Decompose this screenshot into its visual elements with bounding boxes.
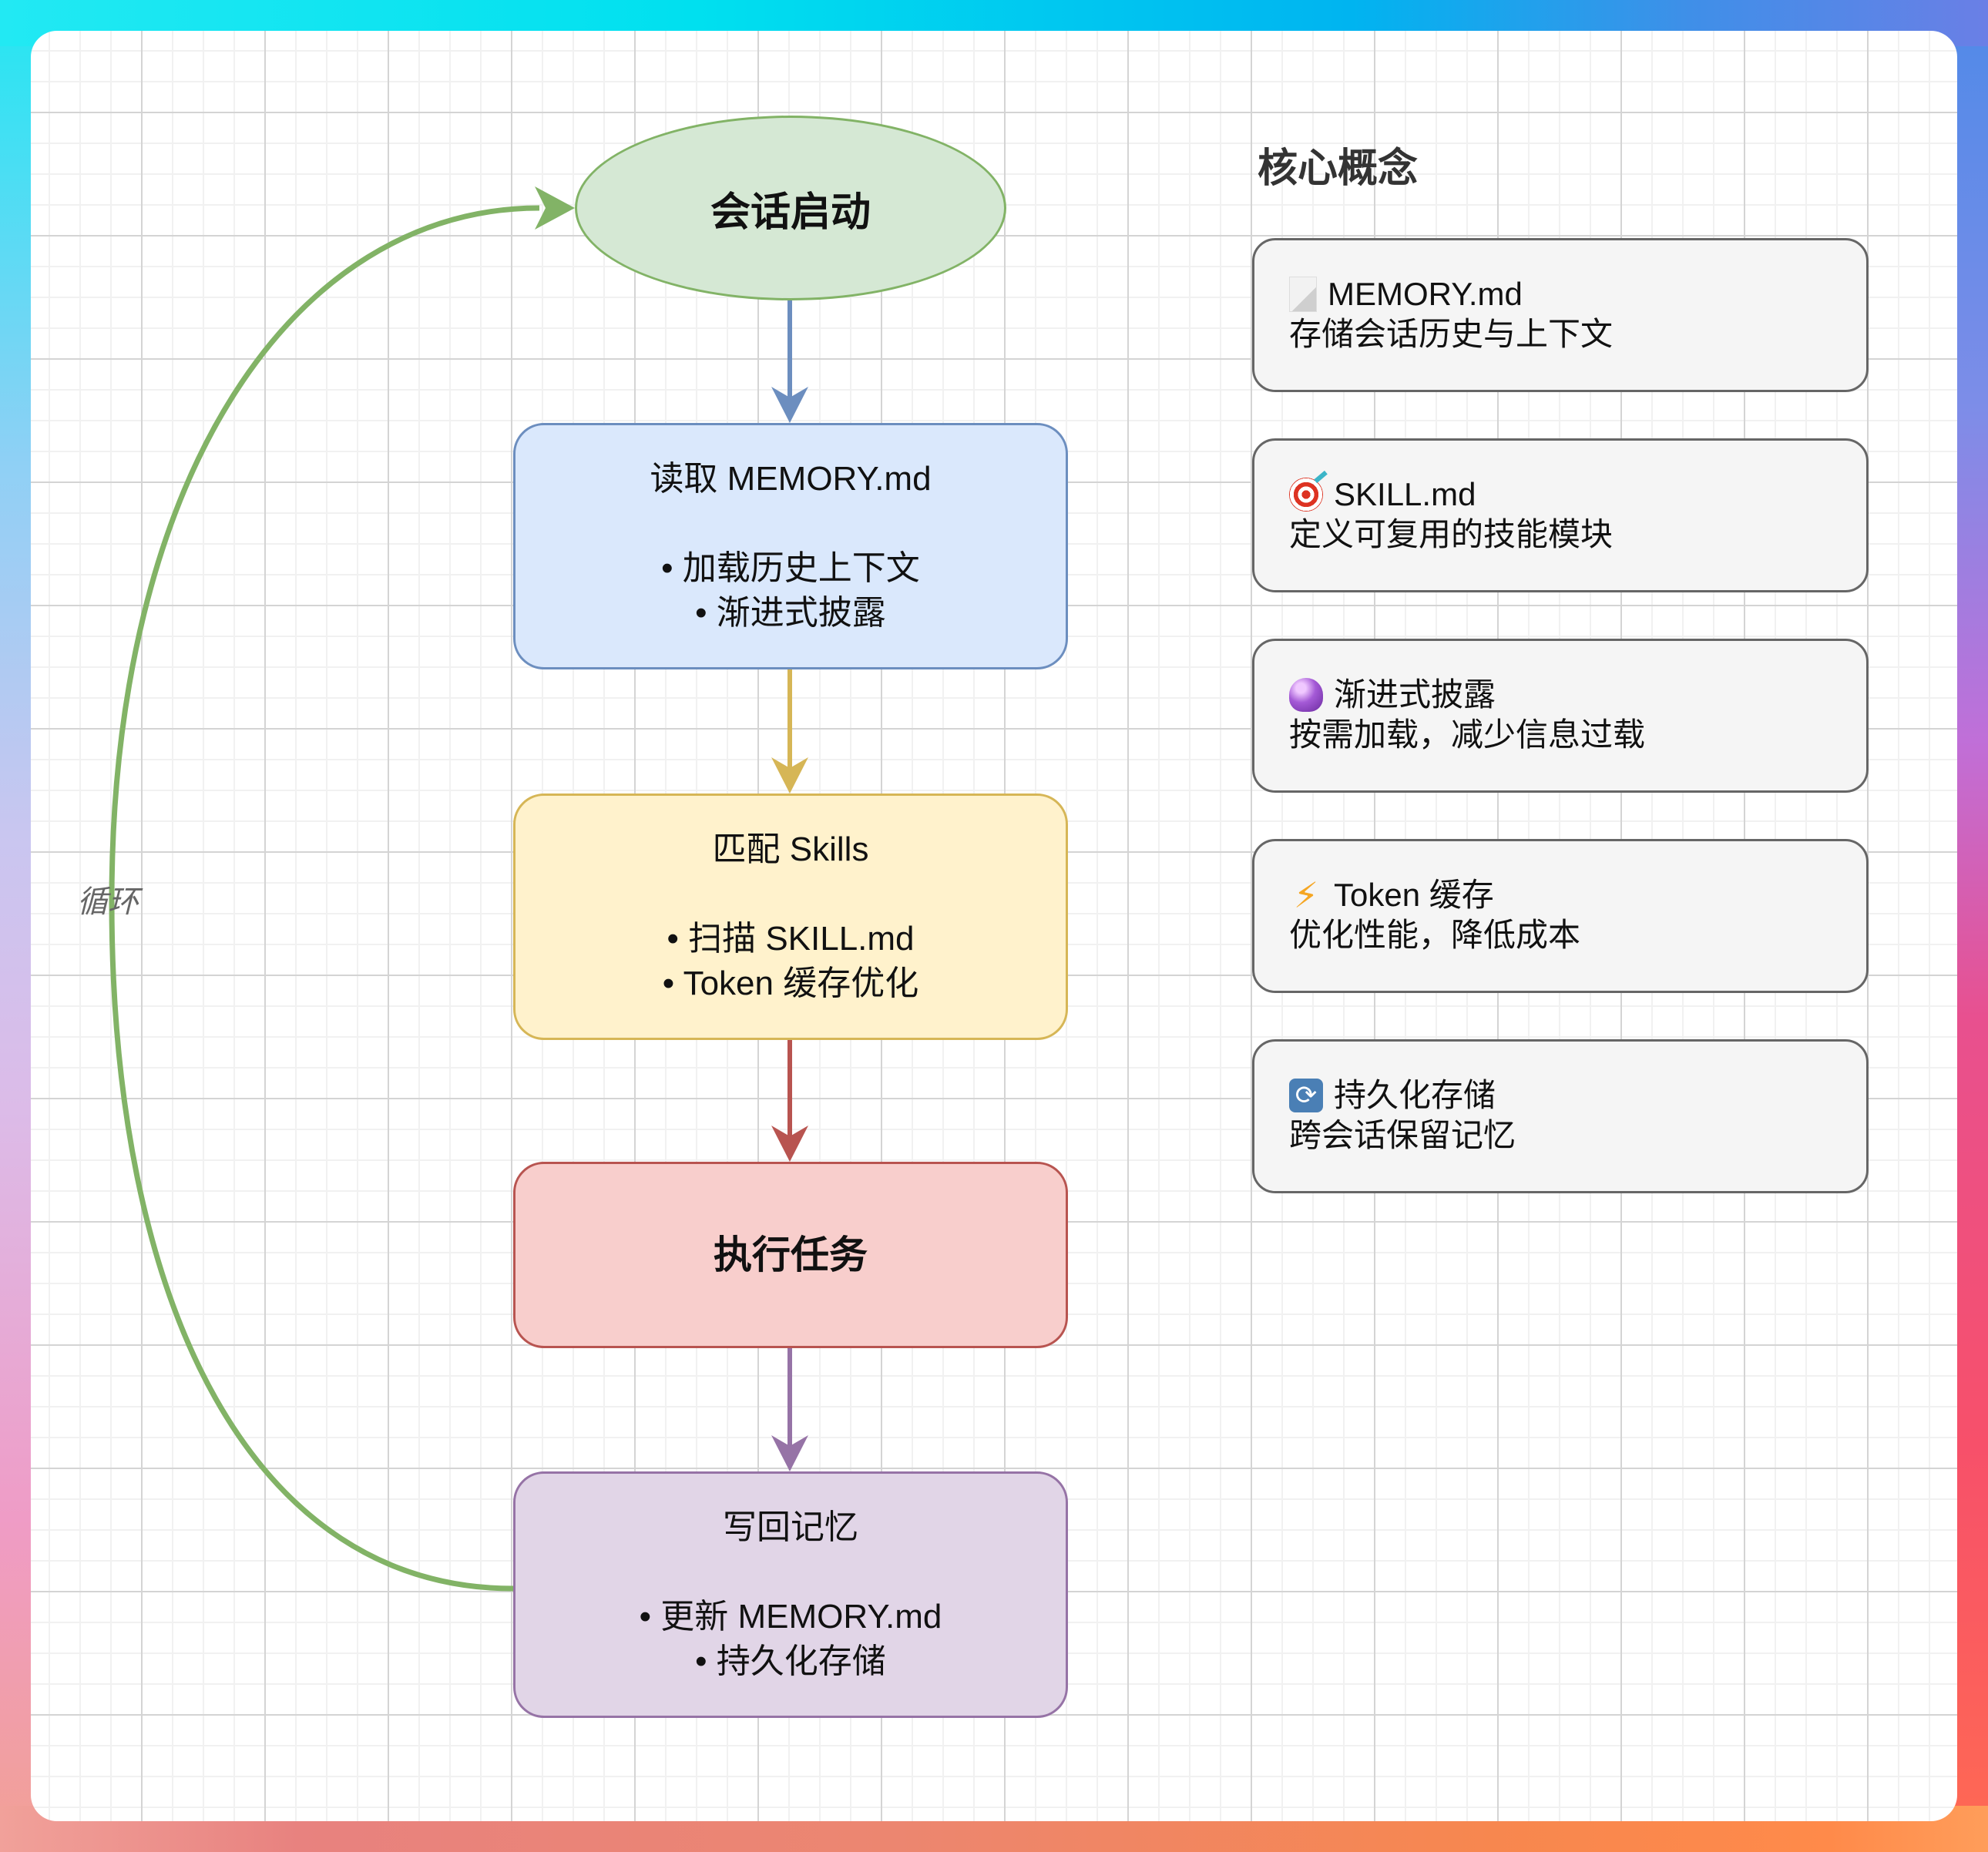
- read-memory-bullet: • 加载历史上下文: [661, 549, 920, 587]
- concept-desc: 跨会话保留记忆: [1289, 1117, 1516, 1153]
- concept-desc: 按需加载，减少信息过载: [1289, 716, 1646, 753]
- cycle-icon: ⟳: [1289, 1079, 1323, 1112]
- concept-name: MEMORY.md: [1328, 276, 1523, 312]
- concept-desc: 定义可复用的技能模块: [1289, 516, 1614, 552]
- concept-name: 渐进式披露: [1334, 676, 1496, 713]
- concept-desc: 优化性能，降低成本: [1289, 917, 1581, 953]
- concept-card-skill[interactable]: SKILL.md 定义可复用的技能模块: [1252, 438, 1869, 592]
- concept-name: SKILL.md: [1334, 476, 1476, 512]
- concept-desc: 存储会话历史与上下文: [1289, 316, 1614, 352]
- start-label: 会话启动: [710, 190, 871, 235]
- execute-task-node[interactable]: 执行任务: [513, 1162, 1068, 1348]
- match-skills-node[interactable]: 匹配 Skills • 扫描 SKILL.md • Token 缓存优化: [513, 793, 1068, 1040]
- execute-task-title: 执行任务: [714, 1233, 868, 1277]
- document-icon: [1289, 277, 1317, 312]
- write-memory-bullet: • 更新 MEMORY.md: [639, 1598, 942, 1636]
- concept-card-progressive[interactable]: 渐进式披露 按需加载，减少信息过载: [1252, 639, 1869, 793]
- concept-name: Token 缓存: [1334, 877, 1494, 913]
- arrowhead-read: [771, 387, 808, 423]
- write-memory-node[interactable]: 写回记忆 • 更新 MEMORY.md • 持久化存储: [513, 1471, 1068, 1718]
- concept-card-memory[interactable]: MEMORY.md 存储会话历史与上下文: [1252, 238, 1869, 392]
- crystal-ball-icon: [1289, 678, 1323, 712]
- match-skills-bullet: • 扫描 SKILL.md: [667, 920, 915, 958]
- loop-label: 循环: [77, 885, 139, 919]
- write-memory-title: 写回记忆: [723, 1508, 858, 1546]
- loop-edge: [109, 205, 540, 1592]
- match-skills-bullet: • Token 缓存优化: [662, 965, 919, 1002]
- write-memory-bullet: • 持久化存储: [695, 1642, 886, 1680]
- arrowhead-match: [771, 757, 808, 793]
- lightning-icon: ⚡: [1293, 875, 1319, 915]
- arrowhead-execute: [771, 1126, 808, 1162]
- concept-card-token-cache[interactable]: ⚡ Token 缓存 优化性能，降低成本: [1252, 839, 1869, 993]
- loop-arrowhead: [535, 186, 575, 230]
- read-memory-title: 读取 MEMORY.md: [650, 460, 932, 498]
- start-node[interactable]: 会话启动: [575, 116, 1006, 300]
- match-skills-title: 匹配 Skills: [712, 830, 869, 868]
- concepts-title: 核心概念: [1258, 146, 1419, 191]
- read-memory-bullet: • 渐进式披露: [695, 594, 886, 632]
- target-icon: [1289, 478, 1323, 512]
- concept-name: 持久化存储: [1334, 1077, 1496, 1113]
- read-memory-node[interactable]: 读取 MEMORY.md • 加载历史上下文 • 渐进式披露: [513, 423, 1068, 669]
- arrowhead-write: [771, 1435, 808, 1471]
- concept-card-persistence[interactable]: ⟳ 持久化存储 跨会话保留记忆: [1252, 1039, 1869, 1193]
